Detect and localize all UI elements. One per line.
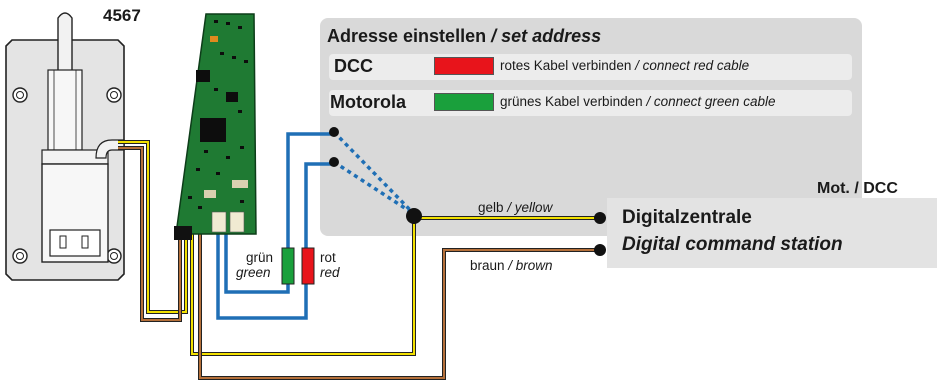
green-cable-label-de: grün bbox=[246, 250, 274, 265]
green-cable-plug bbox=[281, 247, 295, 285]
motor-wires bbox=[118, 140, 188, 322]
red-cable-label-de: rot bbox=[320, 250, 336, 265]
connection-dot bbox=[329, 127, 339, 137]
station-mode: Mot. / DCC bbox=[817, 180, 898, 197]
brown-terminal-dot bbox=[594, 244, 606, 256]
panel-title-en: / set address bbox=[491, 26, 602, 46]
motorola-label: Motorola bbox=[330, 92, 406, 112]
blue-wires bbox=[216, 132, 332, 320]
station-name-de: Digitalzentrale bbox=[622, 207, 752, 228]
red-cable-label-en: red bbox=[320, 265, 340, 280]
yellow-wire bbox=[190, 216, 598, 356]
red-cable-plug bbox=[301, 247, 315, 285]
yellow-wire-label: gelb / yellow bbox=[478, 200, 552, 215]
motorola-instruction-en: / connect green cable bbox=[646, 94, 776, 109]
dcc-instruction-de: rotes Kabel verbinden bbox=[500, 58, 632, 73]
motorola-instruction-de: grünes Kabel verbinden bbox=[500, 94, 643, 109]
dcc-instruction-en: / connect red cable bbox=[635, 58, 750, 73]
connection-dot bbox=[329, 157, 339, 167]
motorola-row bbox=[329, 90, 852, 116]
brown-label-de: braun bbox=[470, 258, 505, 273]
brown-label-en: / brown bbox=[508, 258, 553, 273]
turnout-motor-drawing bbox=[5, 12, 125, 281]
motorola-instruction: grünes Kabel verbinden / connect green c… bbox=[500, 94, 775, 109]
red-swatch bbox=[434, 57, 494, 75]
dcc-instruction: rotes Kabel verbinden / connect red cabl… bbox=[500, 58, 749, 73]
station-name-en: Digital command station bbox=[622, 234, 843, 255]
brown-wire bbox=[198, 232, 598, 380]
address-selector-lines bbox=[329, 127, 422, 224]
decoder-circuit-board bbox=[174, 13, 257, 240]
yellow-label-en: / yellow bbox=[507, 200, 553, 215]
green-cable-label-en: green bbox=[236, 265, 271, 280]
connection-dot bbox=[406, 208, 422, 224]
command-station-box bbox=[607, 198, 937, 268]
brown-wire-label: braun / brown bbox=[470, 258, 553, 273]
panel-title: Adresse einstellen / set address bbox=[327, 26, 601, 47]
yellow-terminal-dot bbox=[594, 212, 606, 224]
product-number: 4567 bbox=[103, 6, 141, 25]
green-swatch bbox=[434, 93, 494, 111]
dcc-row bbox=[329, 54, 852, 80]
yellow-label-de: gelb bbox=[478, 200, 504, 215]
dcc-label: DCC bbox=[334, 56, 373, 76]
panel-title-de: Adresse einstellen bbox=[327, 26, 487, 46]
